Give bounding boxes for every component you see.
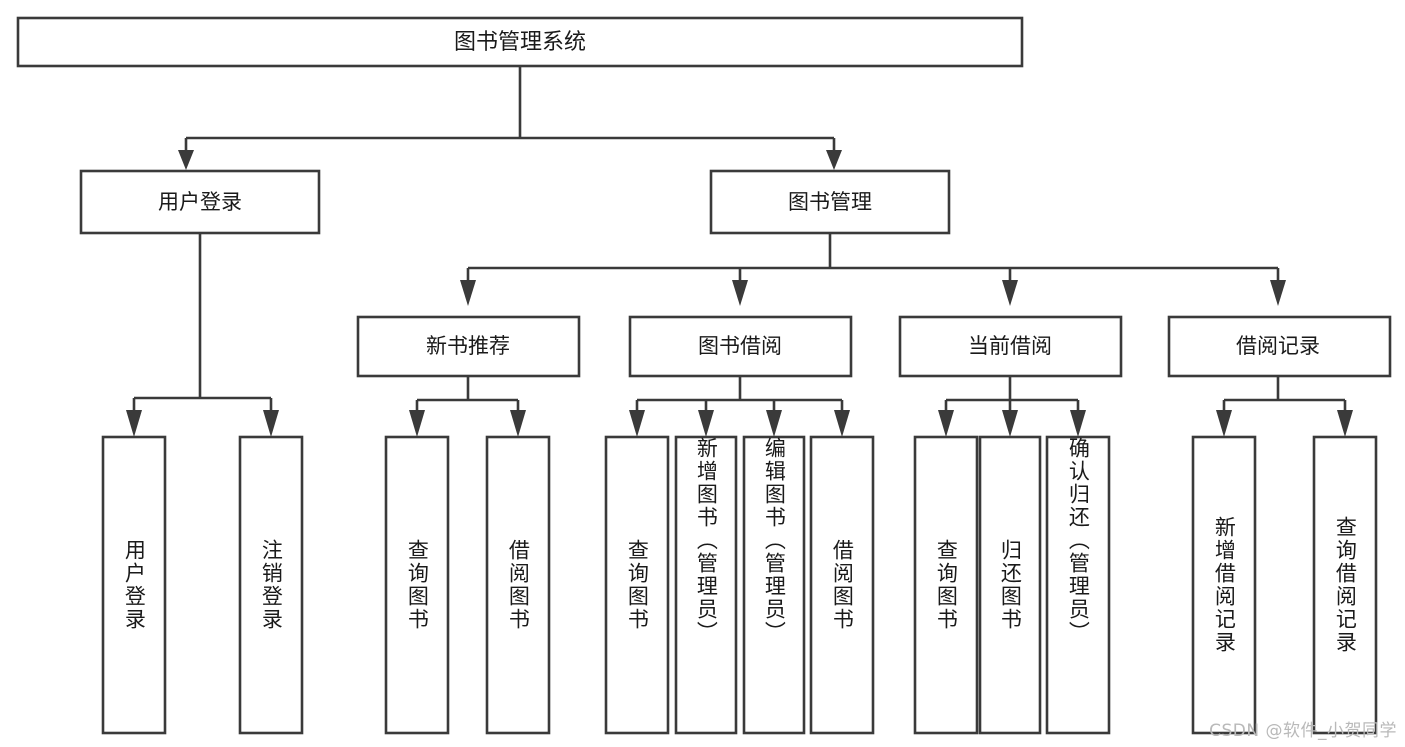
leaf-box-book-borrow-0[interactable] [604, 435, 670, 735]
leaf-box-book-borrow-2[interactable] [742, 435, 806, 735]
leaf-box-book-borrow-1[interactable] [674, 435, 738, 735]
connector-currentborrow-to-leaves [938, 376, 1086, 437]
leaf-box-user-login-1[interactable] [238, 435, 304, 735]
node-borrow-record[interactable]: 借阅记录 [1167, 315, 1392, 378]
connector-bookborrow-to-leaves [629, 376, 850, 437]
node-root[interactable]: 图书管理系统 [16, 16, 1024, 68]
node-book-borrow[interactable]: 图书借阅 [628, 315, 853, 378]
node-user-login[interactable]: 用户登录 [79, 169, 321, 235]
leaf-boxes-current-borrow [913, 435, 1111, 735]
node-current-borrow-label: 当前借阅 [968, 334, 1052, 358]
leaf-box-borrow-record-0[interactable] [1191, 435, 1257, 735]
node-book-borrow-label: 图书借阅 [698, 334, 782, 358]
connector-root-to-level2 [178, 66, 842, 170]
node-root-label: 图书管理系统 [454, 30, 586, 55]
leaf-box-user-login-0[interactable] [101, 435, 167, 735]
node-user-login-label: 用户登录 [158, 190, 242, 214]
leaf-box-new-book-0[interactable] [384, 435, 450, 735]
leaf-box-current-borrow-0[interactable] [913, 435, 979, 735]
leaf-boxes-book-borrow [604, 435, 875, 735]
node-book-manage[interactable]: 图书管理 [709, 169, 951, 235]
node-new-book-recommend[interactable]: 新书推荐 [356, 315, 581, 378]
connector-newbook-to-leaves [409, 376, 526, 437]
node-new-book-recommend-label: 新书推荐 [426, 334, 510, 358]
node-book-manage-label: 图书管理 [788, 190, 872, 214]
connector-borrowrecord-to-leaves [1216, 376, 1353, 437]
leaf-boxes-user-login [101, 435, 304, 735]
connector-bookmanage-to-level3 [460, 233, 1286, 306]
leaf-box-borrow-record-1[interactable] [1312, 435, 1378, 735]
leaf-box-current-borrow-2[interactable] [1045, 435, 1111, 735]
leaf-boxes-borrow-record [1191, 435, 1378, 735]
node-current-borrow[interactable]: 当前借阅 [898, 315, 1123, 378]
watermark: CSDN @软件_小贺同学 [1209, 721, 1397, 741]
leaf-box-book-borrow-3[interactable] [809, 435, 875, 735]
leaf-box-current-borrow-1[interactable] [978, 435, 1042, 735]
connector-userlogin-to-leaves [126, 233, 279, 437]
node-borrow-record-label: 借阅记录 [1236, 334, 1320, 358]
leaf-box-new-book-1[interactable] [485, 435, 551, 735]
leaf-boxes-new-book-recommend [384, 435, 551, 735]
